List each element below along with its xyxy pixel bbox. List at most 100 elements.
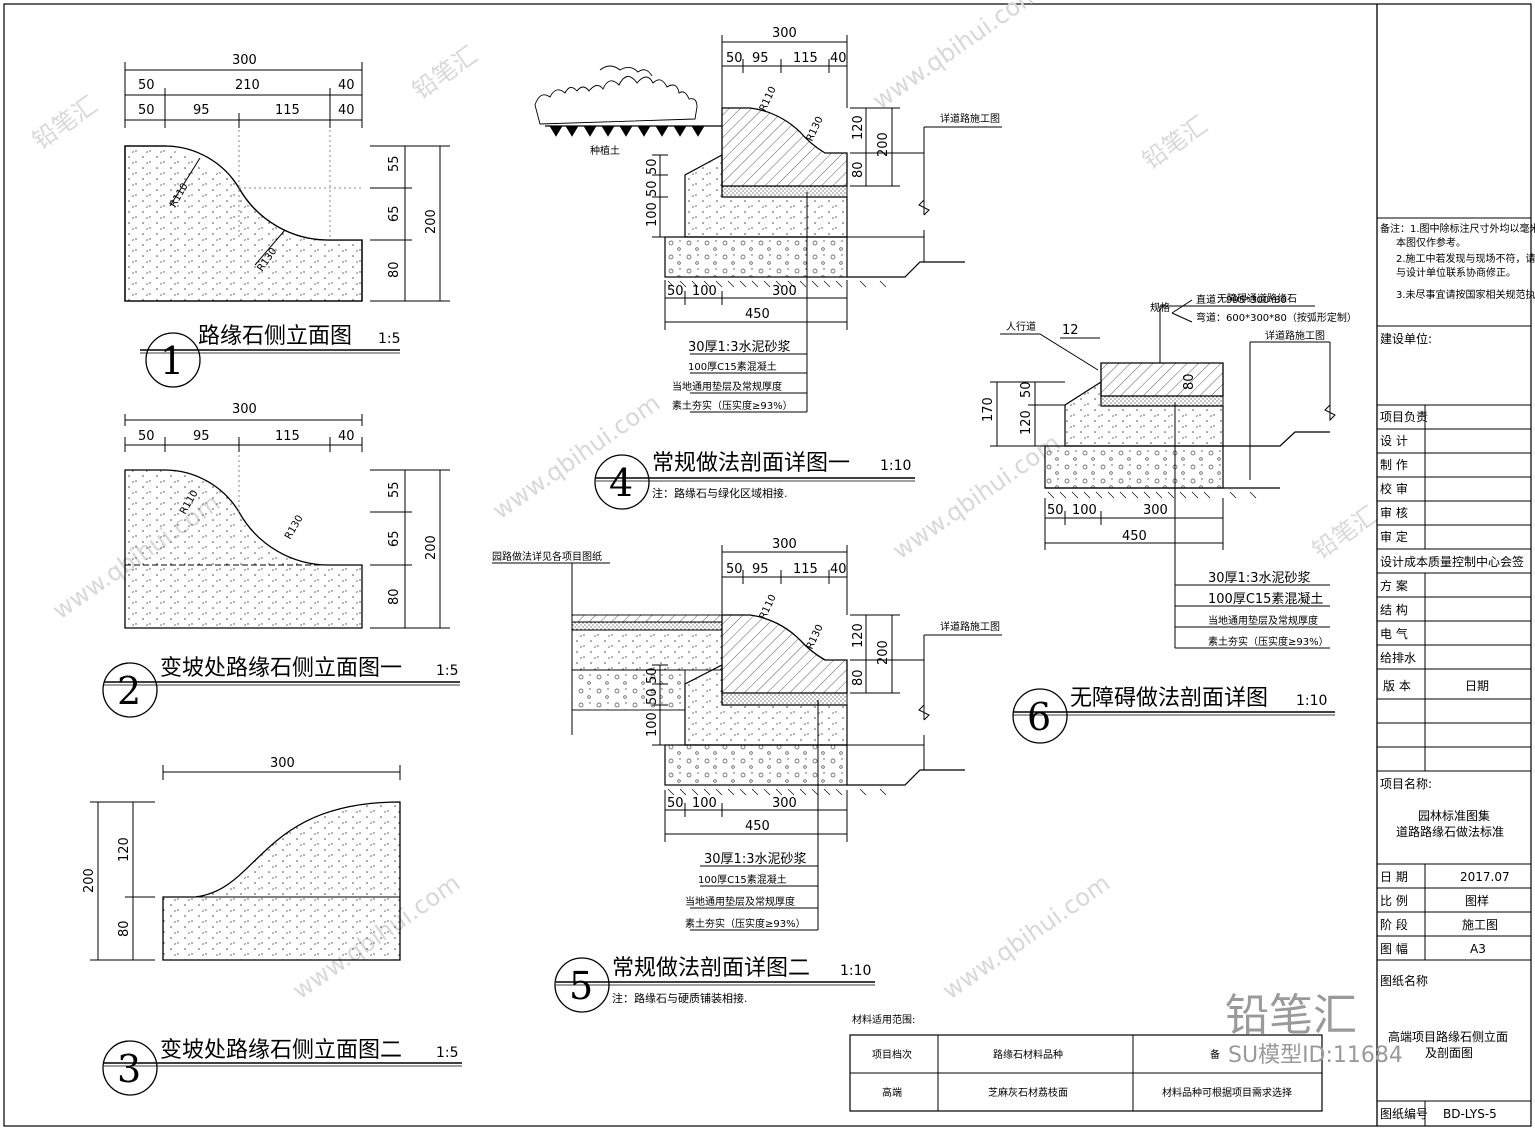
tb-info-val: 2017.07 <box>1460 870 1510 884</box>
tb-discipline: 给排水 <box>1380 651 1416 665</box>
watermark-brand: 铅笔汇 <box>1307 501 1382 565</box>
walk-label: 人行道 <box>1006 320 1036 333</box>
tb-sheet-label: 图纸编号 <box>1380 1106 1428 1121</box>
spec-straight: 直道：995*300*80 <box>1196 293 1287 306</box>
view-title: 无障碍做法剖面详图 <box>1070 686 1268 711</box>
dim: 50 <box>726 562 743 577</box>
table-header: 备 <box>1210 1048 1220 1061</box>
radius-label: R110 <box>758 85 779 113</box>
dim: 50 <box>138 103 155 118</box>
tb-info-key: 图 幅 <box>1380 941 1408 956</box>
dim: 50 <box>645 667 660 684</box>
dim: 450 <box>745 307 770 322</box>
watermark-site: www.qbihui.com <box>487 389 665 525</box>
layer-label: 素土夯实（压实度≥93%） <box>672 399 793 412</box>
view-note: 注：路缘石与硬质铺装相接. <box>612 991 748 1005</box>
dim: 95 <box>193 103 210 118</box>
table-header: 路缘石材料品种 <box>993 1048 1063 1061</box>
tb-note: 备注：1.图中除标注尺寸外均以毫米计，标高以米计， <box>1380 222 1535 235</box>
title-block: 备注：1.图中除标注尺寸外均以毫米计，标高以米计， 本图仅作参考。 2.施工中若… <box>1376 4 1535 1126</box>
tb-project-label: 项目名称: <box>1380 776 1432 791</box>
layer-label: 30厚1:3水泥砂浆 <box>704 852 806 867</box>
dim: 100 <box>1072 503 1097 518</box>
watermark-brand: 铅笔汇 <box>1137 111 1212 175</box>
dim: 50 <box>138 78 155 93</box>
tb-drawing-name: 高端项目路缘石侧立面 <box>1388 1029 1508 1044</box>
dim: 50 <box>667 796 684 811</box>
dim: 300 <box>270 756 295 771</box>
slope-label: 12 <box>1062 323 1079 338</box>
view-title: 常规做法剖面详图一 <box>652 451 850 476</box>
tb-info-val: A3 <box>1470 942 1486 956</box>
layer-label: 100厚C15素混凝土 <box>1208 591 1323 607</box>
dim: 200 <box>424 535 439 560</box>
dim: 65 <box>387 530 402 547</box>
watermark-brand: 铅笔汇 <box>27 91 102 155</box>
dim: 120 <box>851 115 866 140</box>
view-scale: 1:5 <box>436 1045 459 1061</box>
curb-label: 无障碍通道路缘石 <box>1217 292 1297 305</box>
tb-drawing-name: 及剖面图 <box>1425 1046 1473 1060</box>
tb-note: 本图仅作参考。 <box>1396 236 1466 249</box>
table-cell: 高端 <box>882 1086 902 1099</box>
dim: 40 <box>830 51 847 66</box>
layer-label: 当地通用垫层及常规厚度 <box>672 380 782 393</box>
dim: 300 <box>232 53 257 68</box>
table-cell: 材料品种可根据项目需求选择 <box>1162 1086 1292 1099</box>
view-number: 5 <box>569 964 593 1008</box>
radius-label: R130 <box>805 623 826 651</box>
dim: 300 <box>772 26 797 41</box>
watermark-dark: 铅笔汇 SU模型ID:11684 <box>1225 990 1403 1068</box>
dim: 50 <box>645 180 660 197</box>
dim: 115 <box>793 562 818 577</box>
view-title: 路缘石侧立面图 <box>198 324 352 349</box>
tb-discipline: 方 案 <box>1380 578 1408 593</box>
tb-client: 建设单位: <box>1380 331 1432 346</box>
layer-label: 素土夯实（压实度≥93%） <box>685 917 806 930</box>
dim: 300 <box>772 537 797 552</box>
dim: 300 <box>232 402 257 417</box>
view-number: 2 <box>117 669 141 713</box>
table-cell: 芝麻灰石材荔枝面 <box>988 1086 1068 1099</box>
dim: 200 <box>82 868 97 893</box>
view-number: 1 <box>160 339 184 383</box>
tb-project-name: 园林标准图集 <box>1418 808 1490 823</box>
view-scale: 1:5 <box>436 663 459 679</box>
soil-label: 种植土 <box>590 144 620 157</box>
radius-label: R130 <box>805 115 826 143</box>
view-number: 3 <box>117 1047 141 1091</box>
dim: 80 <box>387 261 402 278</box>
layer-label: 素土夯实（压实度≥93%） <box>1208 635 1329 648</box>
dim: 80 <box>851 669 866 686</box>
dim: 120 <box>1019 410 1034 435</box>
dim: 100 <box>645 202 660 227</box>
dim: 450 <box>1122 529 1147 544</box>
watermark-brand: 铅笔汇 <box>407 41 482 105</box>
view-title: 变坡处路缘石侧立面图二 <box>160 1038 402 1063</box>
materials-caption: 材料适用范围: <box>852 1013 915 1026</box>
tb-note: 与设计单位联系协商修正。 <box>1396 266 1516 279</box>
dim: 120 <box>117 837 132 862</box>
dim: 50 <box>138 429 155 444</box>
pave-label: 园路做法详见各项目图纸 <box>492 550 602 563</box>
tb-drawing-label: 图纸名称 <box>1380 973 1428 988</box>
materials-table: 材料适用范围: 项目档次 路缘石材料品种 备 高端 芝麻灰石材荔枝面 材料品种可… <box>849 1013 1323 1112</box>
watermark-site: www.qbihui.com <box>887 429 1065 565</box>
layer-label: 当地通用垫层及常规厚度 <box>1208 614 1318 627</box>
layer-label: 当地通用垫层及常规厚度 <box>685 895 795 908</box>
dim: 50 <box>645 688 660 705</box>
dim: 40 <box>338 103 355 118</box>
layer-label: 30厚1:3水泥砂浆 <box>1208 571 1310 586</box>
tb-info-key: 阶 段 <box>1380 917 1408 932</box>
dim: 200 <box>876 132 891 157</box>
dim: 120 <box>851 623 866 648</box>
view-scale: 1:10 <box>840 963 871 979</box>
dim: 95 <box>193 429 210 444</box>
dim: 210 <box>235 78 260 93</box>
dim: 95 <box>752 51 769 66</box>
ref-label: 详道路施工图 <box>940 112 1000 125</box>
dim: 50 <box>1019 381 1034 398</box>
dim: 80 <box>1182 373 1197 390</box>
dim: 115 <box>275 429 300 444</box>
